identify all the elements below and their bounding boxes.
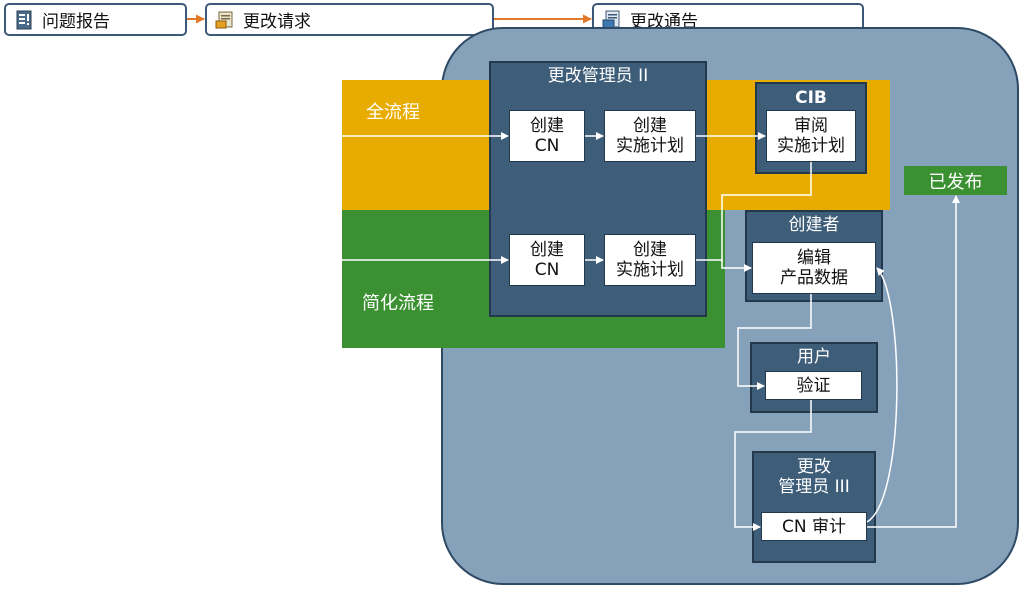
- full-create-plan-task[interactable]: 创建 实施计划: [604, 110, 696, 162]
- creator-title: 创建者: [788, 215, 840, 235]
- task-line: 实施计划: [616, 260, 684, 280]
- task-line: 编辑: [797, 248, 831, 268]
- problem-report-icon: [16, 10, 32, 29]
- task-line: 审阅: [794, 116, 828, 136]
- task-line: 产品数据: [780, 268, 848, 288]
- change-manager-3-title-line2: 管理员 III: [778, 477, 850, 497]
- cn-audit-task[interactable]: CN 审计: [761, 512, 867, 541]
- task-line: 实施计划: [777, 136, 845, 156]
- task-line: 创建: [530, 240, 564, 260]
- breadcrumb-label: 问题报告: [42, 12, 110, 32]
- full-process-label: 全流程: [366, 102, 420, 123]
- change-manager-3-box: [752, 451, 876, 563]
- flow-arrow: [734, 400, 812, 531]
- flow-arrow: [867, 195, 960, 528]
- task-line: CN 审计: [782, 516, 846, 537]
- change-manager-3-title-line1: 更改: [797, 457, 831, 477]
- simple-create-plan-task[interactable]: 创建 实施计划: [604, 234, 696, 286]
- breadcrumb-label: 更改请求: [243, 12, 311, 32]
- task-line: 实施计划: [616, 136, 684, 156]
- breadcrumb-change-request[interactable]: 更改请求: [205, 3, 494, 36]
- task-line: CN: [534, 136, 560, 156]
- task-line: 验证: [796, 375, 831, 396]
- task-line: 创建: [633, 116, 667, 136]
- change-request-icon: [215, 11, 233, 28]
- breadcrumb-problem-report[interactable]: 问题报告: [4, 3, 187, 36]
- review-plan-task[interactable]: 审阅 实施计划: [766, 110, 856, 162]
- simple-create-cn-task[interactable]: 创建 CN: [509, 234, 585, 286]
- edit-product-data-task[interactable]: 编辑 产品数据: [752, 242, 876, 294]
- flow-arrow: [737, 294, 812, 390]
- user-title: 用户: [797, 347, 831, 367]
- change-notice-icon: [602, 10, 620, 29]
- flow-arrow: [866, 267, 898, 523]
- cib-title: CIB: [795, 88, 827, 108]
- task-line: 创建: [530, 116, 564, 136]
- flow-arrow: [696, 259, 752, 272]
- task-line: CN: [534, 260, 560, 280]
- full-create-cn-task[interactable]: 创建 CN: [509, 110, 585, 162]
- task-line: 创建: [633, 240, 667, 260]
- published-state: 已发布: [904, 166, 1007, 195]
- change-manager-2-title: 更改管理员 II: [547, 66, 649, 86]
- flow-arrow: [721, 162, 812, 262]
- simplified-process-label: 简化流程: [362, 293, 434, 314]
- verify-task[interactable]: 验证: [765, 371, 862, 400]
